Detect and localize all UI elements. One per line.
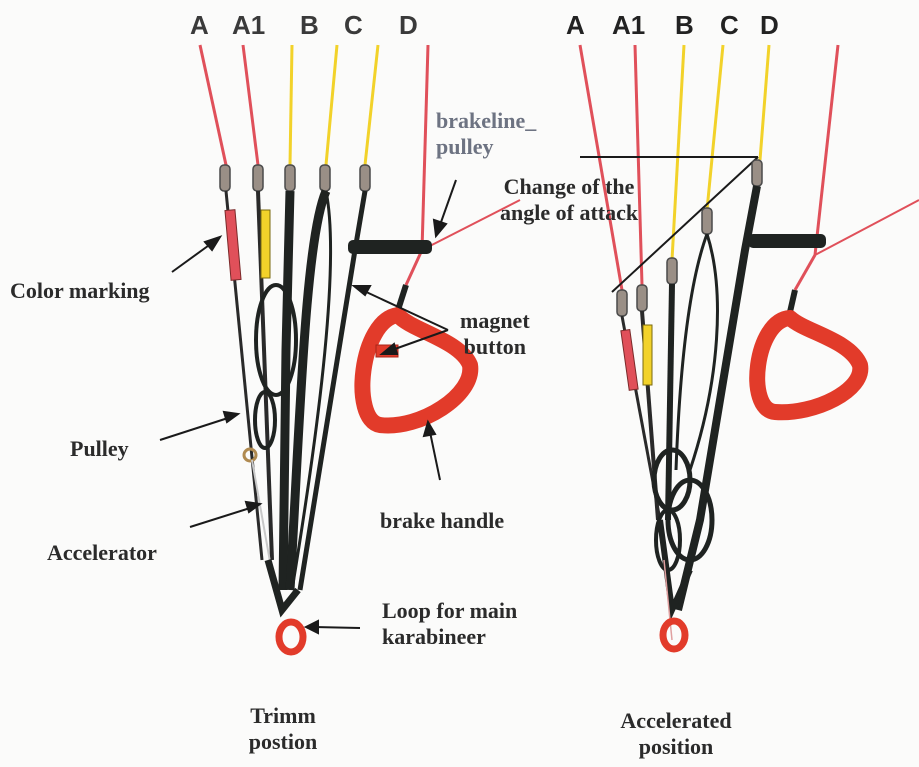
label-brakeline-pulley-line2: pulley	[436, 134, 536, 160]
trimm-letter-d: D	[399, 10, 418, 41]
label-brake-handle: brake handle	[380, 508, 504, 534]
trimm-letter-a1: A1	[232, 10, 265, 41]
label-accelerator: Accelerator	[47, 540, 157, 566]
label-loop-line1: Loop for main	[382, 598, 517, 624]
trimm-line-a1	[243, 45, 258, 165]
trimm-line-c	[326, 45, 337, 165]
label-change-angle-line1: Change of the	[500, 174, 638, 200]
trimm-letter-a: A	[190, 10, 209, 41]
trimm-line-a	[200, 45, 226, 165]
accel-letter-a: A	[566, 10, 585, 41]
caption-accelerated-position: Accelerated position	[596, 708, 756, 760]
label-magnet-button-line2: button	[460, 334, 530, 360]
trimm-brakeline-to-pulley	[406, 250, 422, 285]
label-change-angle-line2: angle of attack	[500, 200, 638, 226]
accel-letter-d: D	[760, 10, 779, 41]
trimm-main-loop	[279, 622, 303, 652]
trimm-letter-c: C	[344, 10, 363, 41]
label-change-angle: Change of the angle of attack	[500, 174, 638, 226]
trimm-brake-pulley-bar	[348, 240, 432, 254]
caption-trimm-line1: Trimm	[228, 703, 338, 729]
label-brakeline-pulley-line1: brakeline_	[436, 108, 536, 134]
trimm-brake-handle	[362, 315, 470, 425]
color-marking-yellow	[261, 210, 270, 278]
label-color-marking: Color marking	[10, 278, 150, 304]
trimm-brakeline	[422, 45, 428, 250]
trimm-maillons	[220, 165, 370, 191]
trimm-line-d	[365, 45, 378, 165]
accel-letter-a1: A1	[612, 10, 645, 41]
caption-accelerated-line1: Accelerated	[596, 708, 756, 734]
label-loop-main-karabineer: Loop for main karabineer	[382, 598, 517, 650]
color-marking-red	[225, 210, 241, 281]
caption-trimm-line2: postion	[228, 729, 338, 755]
trimm-line-b	[290, 45, 292, 165]
caption-trimm-position: Trimm postion	[228, 703, 338, 755]
accelerated-riser-set	[580, 45, 919, 649]
label-magnet-button: magnet button	[460, 308, 530, 360]
caption-accelerated-line2: position	[596, 734, 756, 760]
label-brakeline-pulley: brakeline_ pulley	[436, 108, 536, 160]
trimm-letter-b: B	[300, 10, 319, 41]
label-loop-line2: karabineer	[382, 624, 517, 650]
label-magnet-button-line1: magnet	[460, 308, 530, 334]
accel-letter-c: C	[720, 10, 739, 41]
accel-letter-b: B	[675, 10, 694, 41]
label-pulley: Pulley	[70, 436, 129, 462]
